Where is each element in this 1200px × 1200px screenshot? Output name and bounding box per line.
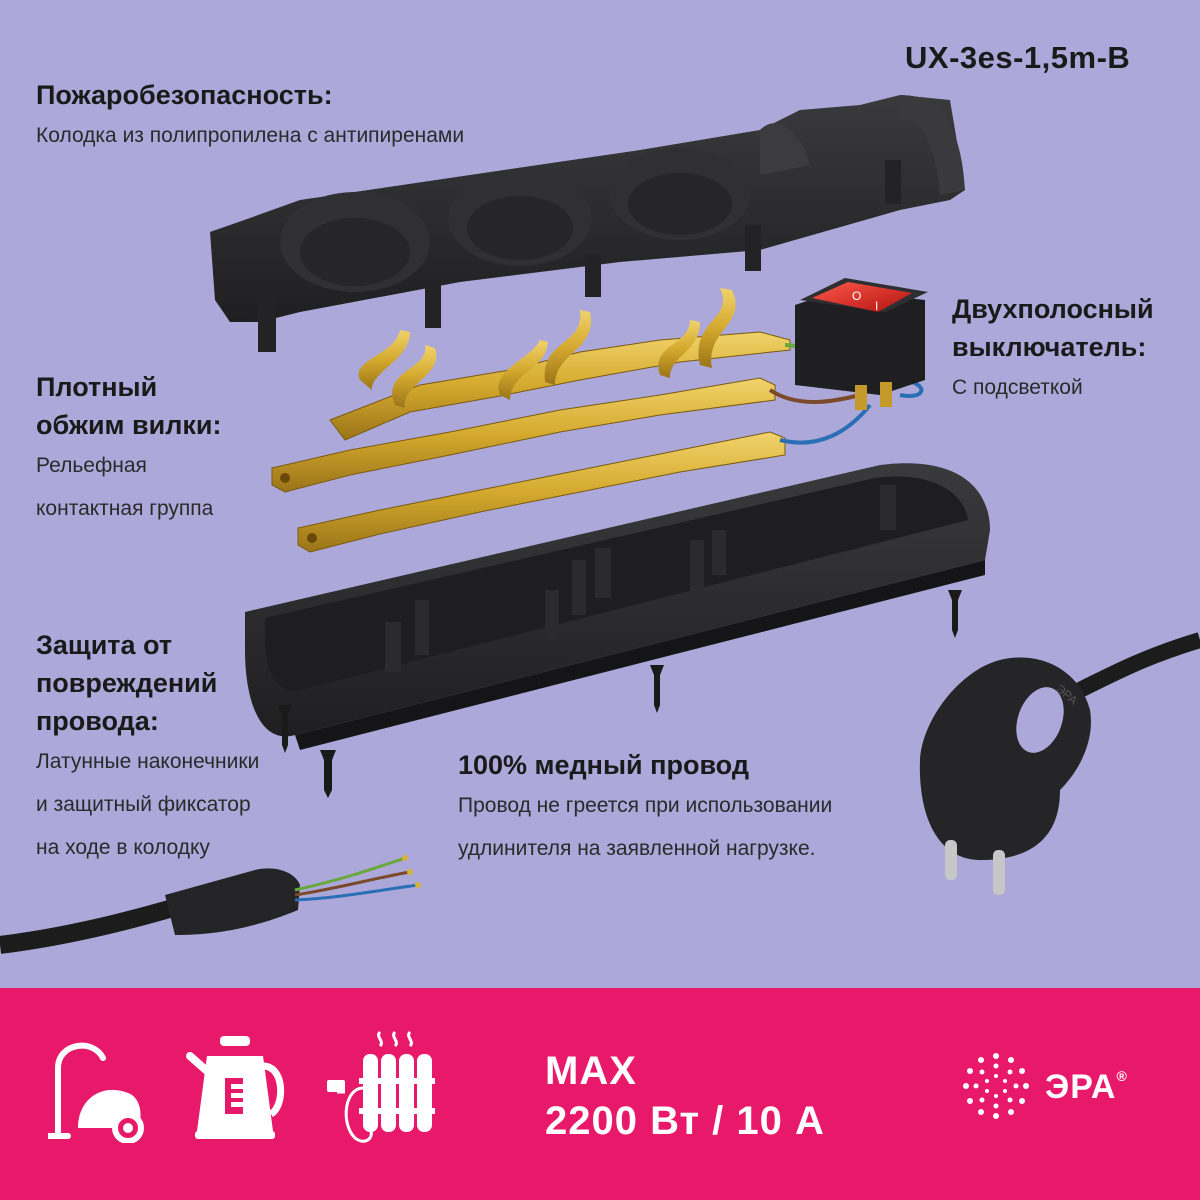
- feature-protect-title-1: Защита от: [36, 630, 173, 660]
- feature-protect-title-2: повреждений: [36, 668, 218, 698]
- feature-protect-desc-1: Латунные наконечники: [36, 750, 260, 773]
- feature-crimp-desc-1: Рельефная: [36, 454, 147, 477]
- top-cover: [210, 95, 965, 352]
- feature-protect-desc-3: на ходе в колодку: [36, 836, 210, 859]
- feature-switch-title-2: выключатель:: [952, 332, 1147, 362]
- spec-power-value: 2200 Вт / 10 А: [545, 1099, 825, 1143]
- model-title: UX-3es-1,5m-B: [905, 40, 1131, 75]
- brand-name-text: ЭРА: [1045, 1068, 1117, 1106]
- heater-radiator-icon: [327, 1030, 435, 1143]
- feature-protect-title-3: провода:: [36, 706, 159, 736]
- feature-copper-wire: 100% медный провод Провод не греется при…: [458, 746, 832, 870]
- bottom-spec-bar: MAX 2200 Вт / 10 А ЭРА®: [0, 988, 1200, 1200]
- schuko-plug: ЭРА: [919, 632, 1200, 895]
- feature-switch-title-1: Двухполосный: [952, 294, 1154, 324]
- feature-switch: Двухполосный выключатель: С подсветкой: [952, 290, 1154, 409]
- brand-name: ЭРА®: [1045, 1068, 1128, 1107]
- vacuum-cleaner-icon: [48, 1042, 144, 1143]
- feature-fire-safety: Пожаробезопасность: Колодка из полипропи…: [36, 76, 464, 157]
- feature-crimp: Плотный обжим вилки: Рельефная контактна…: [36, 368, 221, 530]
- brand-registered-mark: ®: [1116, 1068, 1128, 1084]
- switch-mark-off: O: [852, 289, 861, 303]
- feature-copper-desc-2: удлинителя на заявленной нагрузке.: [458, 837, 816, 860]
- socket-contacts: [329, 288, 791, 441]
- rocker-switch: O I: [795, 278, 928, 410]
- feature-protection: Защита от повреждений провода: Латунные …: [36, 626, 259, 869]
- spec-max-label: MAX: [545, 1049, 637, 1093]
- cable-end: [0, 855, 421, 954]
- screws: [278, 590, 962, 798]
- feature-copper-title: 100% медный провод: [458, 750, 749, 780]
- feature-fire-title: Пожаробезопасность:: [36, 80, 333, 110]
- contact-bars: [271, 377, 786, 553]
- bottom-case: [245, 463, 990, 750]
- max-power-spec: MAX 2200 Вт / 10 А: [545, 1046, 825, 1146]
- feature-fire-desc: Колодка из полипропилена с антипиренами: [36, 124, 465, 147]
- era-logo-icon: [963, 1053, 1029, 1119]
- feature-copper-desc-1: Провод не греется при использовании: [458, 794, 833, 817]
- switch-mark-on: I: [875, 299, 878, 313]
- kettle-icon: [186, 1036, 285, 1139]
- feature-switch-desc: С подсветкой: [952, 376, 1083, 399]
- feature-crimp-title-1: Плотный: [36, 372, 158, 402]
- feature-crimp-desc-2: контактная группа: [36, 497, 214, 520]
- feature-protect-desc-2: и защитный фиксатор: [36, 793, 251, 816]
- exploded-illustration: O I ЭРА: [0, 95, 1200, 954]
- feature-crimp-title-2: обжим вилки:: [36, 410, 222, 440]
